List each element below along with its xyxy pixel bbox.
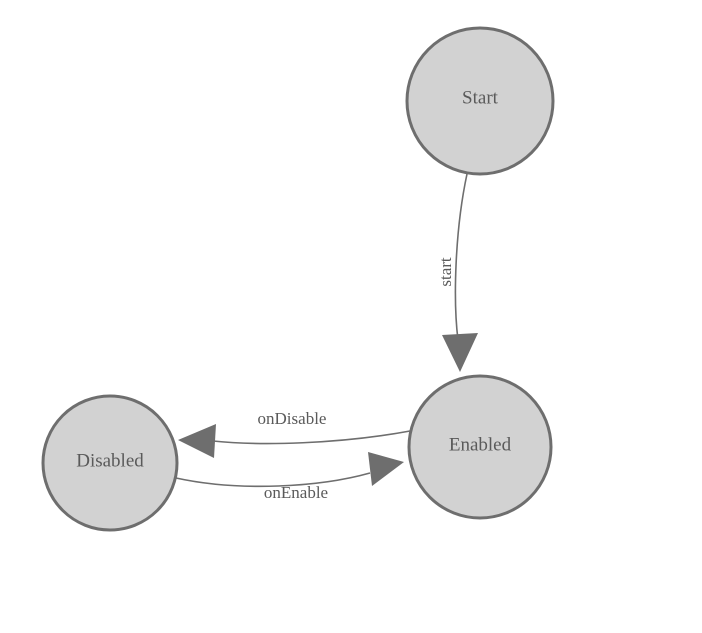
node-enabled-label: Enabled xyxy=(449,434,512,455)
edge-disabled-to-enabled[interactable]: onEnable xyxy=(175,452,404,502)
node-start-circle xyxy=(405,26,555,176)
edge-start-to-enabled-path xyxy=(454,173,468,341)
edge-label-onenable: onEnable xyxy=(264,483,328,502)
edge-start-to-enabled-arrowhead xyxy=(442,333,478,372)
node-start[interactable]: Start xyxy=(405,26,555,176)
edge-enabled-to-disabled[interactable]: onDisable xyxy=(178,409,411,458)
edge-label-ondisable: onDisable xyxy=(258,409,327,428)
edge-start-to-enabled[interactable]: start xyxy=(436,173,478,372)
node-enabled-circle xyxy=(407,374,553,520)
node-disabled[interactable]: Disabled xyxy=(41,394,179,532)
node-disabled-label: Disabled xyxy=(76,450,144,471)
edge-enabled-to-disabled-path xyxy=(212,430,411,445)
node-disabled-circle xyxy=(41,394,179,532)
edge-disabled-to-enabled-path xyxy=(175,472,371,488)
edge-label-start: start xyxy=(436,257,455,287)
edge-enabled-to-disabled-arrowhead xyxy=(178,424,216,458)
node-start-label: Start xyxy=(462,87,499,108)
edge-disabled-to-enabled-arrowhead xyxy=(368,452,404,486)
node-enabled[interactable]: Enabled xyxy=(407,374,553,520)
